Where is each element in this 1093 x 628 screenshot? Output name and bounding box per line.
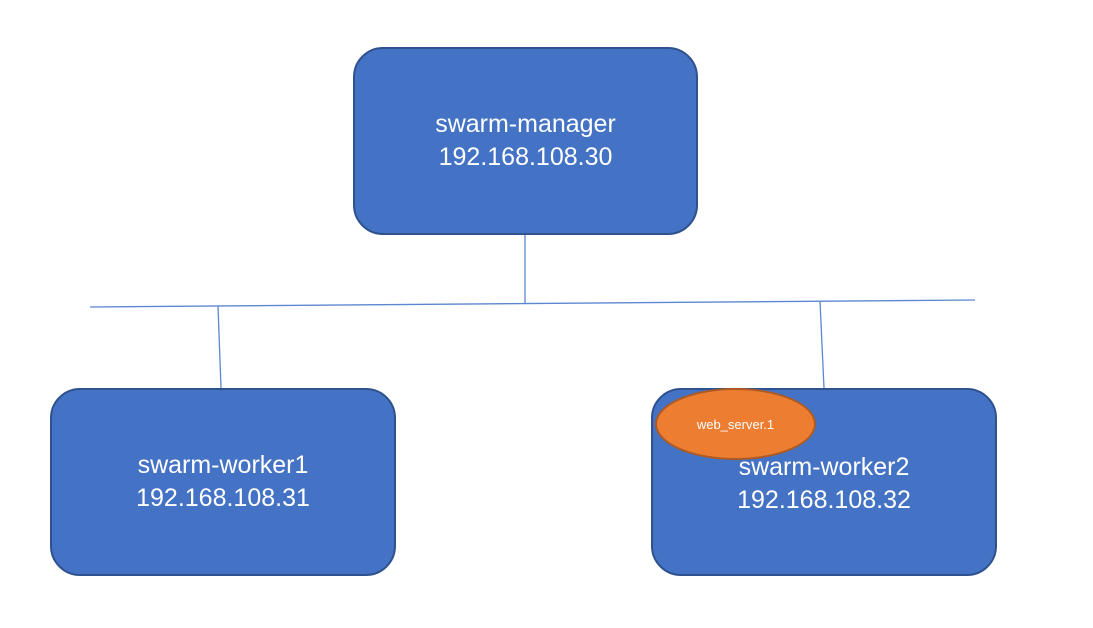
swarm-manager-node[interactable]: swarm-manager 192.168.108.30 [353, 47, 698, 235]
node-ip-address: 192.168.108.30 [438, 143, 613, 171]
network-bus-line [89, 299, 976, 308]
node-label: swarm-worker2 [738, 453, 910, 481]
node-ip-address: 192.168.108.31 [136, 484, 310, 512]
node-label: swarm-manager [435, 110, 616, 138]
node-ip-address: 192.168.108.32 [737, 486, 911, 514]
node-label: swarm-worker1 [137, 451, 309, 479]
web-server-task-ellipse[interactable]: web_server.1 [655, 388, 816, 460]
task-label: web_server.1 [696, 416, 775, 432]
swarm-worker1-node[interactable]: swarm-worker1 192.168.108.31 [50, 388, 396, 576]
worker1-uplink-line [217, 305, 222, 389]
worker2-uplink-line [819, 300, 825, 389]
